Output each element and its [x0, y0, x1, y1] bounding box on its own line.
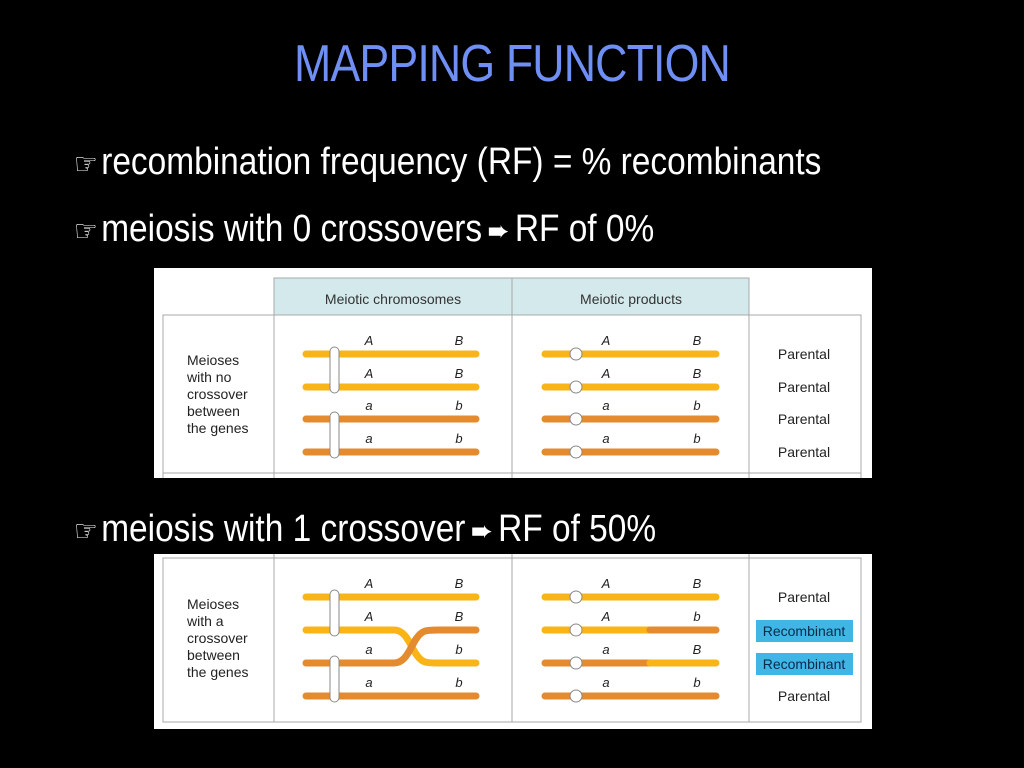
allele-label: B — [455, 333, 464, 348]
outcome-label: Parental — [778, 444, 830, 460]
allele-label: b — [455, 398, 462, 413]
right-arrow-icon: ➨ — [470, 514, 493, 549]
allele-label: A — [364, 609, 374, 624]
bullet-one-crossover: ☞meiosis with 1 crossover➨RF of 50% — [74, 506, 656, 552]
pointing-hand-icon: ☞ — [74, 214, 98, 249]
allele-label: B — [693, 576, 702, 591]
crossover-diagram: Meioses with a crossover between the gen… — [154, 554, 872, 729]
centromere — [569, 445, 583, 459]
bullet-text: meiosis with 0 crossovers — [101, 208, 483, 250]
outcome-label: Parental — [778, 411, 830, 427]
centromere — [329, 589, 340, 637]
bullet-result: RF of 50% — [498, 508, 657, 550]
header-products: Meiotic products — [580, 291, 682, 307]
allele-label: B — [455, 366, 464, 381]
row-label-line: with a — [186, 613, 224, 629]
outcome-label: Parental — [778, 589, 830, 605]
centromere — [329, 346, 340, 394]
allele-label: B — [455, 609, 464, 624]
bullet-text: meiosis with 1 crossover — [101, 508, 466, 550]
right-arrow-icon: ➨ — [487, 214, 510, 249]
allele-label: b — [693, 431, 700, 446]
allele-label: b — [455, 675, 462, 690]
row-label-line: Meioses — [187, 596, 239, 612]
allele-label: A — [364, 333, 374, 348]
bullet-result: RF of 0% — [514, 208, 655, 250]
row-label-line: Meioses — [187, 352, 239, 368]
recombinant-highlight — [756, 620, 853, 642]
allele-label: a — [602, 398, 609, 413]
allele-label: a — [602, 431, 609, 446]
allele-label: B — [693, 366, 702, 381]
allele-label: b — [455, 431, 462, 446]
centromere — [569, 656, 583, 670]
row-label-line: between — [187, 647, 240, 663]
row-label-line: the genes — [187, 420, 249, 436]
centromere — [569, 590, 583, 604]
row-label-line: crossover — [187, 630, 248, 646]
header-cell-chromosomes — [273, 277, 513, 316]
allele-label: b — [693, 609, 700, 624]
allele-label: A — [364, 366, 374, 381]
bullet-zero-crossovers: ☞meiosis with 0 crossovers➨RF of 0% — [74, 206, 654, 252]
allele-label: B — [693, 642, 702, 657]
slide-title: MAPPING FUNCTION — [294, 35, 731, 93]
allele-label: b — [455, 642, 462, 657]
bullet-text: recombination frequency (RF) = % recombi… — [101, 141, 822, 183]
allele-label: a — [365, 398, 372, 413]
allele-label: A — [601, 609, 611, 624]
centromere — [569, 412, 583, 426]
centromere — [569, 347, 583, 361]
centromere — [329, 411, 340, 459]
centromere — [569, 623, 583, 637]
allele-label: A — [364, 576, 374, 591]
crossover-strand-dominant — [302, 626, 480, 667]
row-label-line: crossover — [187, 386, 248, 402]
pointing-hand-icon: ☞ — [74, 514, 98, 549]
centromere — [329, 655, 340, 703]
outcome-label: Parental — [778, 346, 830, 362]
outcome-label: Parental — [778, 688, 830, 704]
pointing-hand-icon: ☞ — [74, 147, 98, 182]
allele-label: b — [693, 398, 700, 413]
outcome-label: Parental — [778, 379, 830, 395]
crossover-strand-recessive — [302, 626, 480, 667]
allele-label: a — [602, 675, 609, 690]
header-cell-products — [511, 277, 750, 316]
allele-label: A — [601, 576, 611, 591]
allele-label: a — [365, 642, 372, 657]
allele-label: A — [601, 366, 611, 381]
outcome-label-recombinant: Recombinant — [763, 656, 846, 672]
allele-label: b — [693, 675, 700, 690]
allele-label: A — [601, 333, 611, 348]
outcome-label-recombinant: Recombinant — [763, 623, 846, 639]
centromere — [569, 689, 583, 703]
allele-label: a — [365, 675, 372, 690]
no-crossover-diagram: Meiotic chromosomes Meiotic products Mei… — [154, 268, 872, 478]
row-label-line: the genes — [187, 664, 249, 680]
bullet-recombination-frequency: ☞recombination frequency (RF) = % recomb… — [74, 139, 821, 185]
recombinant-highlight — [756, 653, 853, 675]
allele-label: a — [602, 642, 609, 657]
allele-label: B — [693, 333, 702, 348]
row-label-line: with no — [186, 369, 232, 385]
row-label-line: between — [187, 403, 240, 419]
allele-label: a — [365, 431, 372, 446]
header-chromosomes: Meiotic chromosomes — [325, 291, 461, 307]
allele-label: B — [455, 576, 464, 591]
centromere — [569, 380, 583, 394]
